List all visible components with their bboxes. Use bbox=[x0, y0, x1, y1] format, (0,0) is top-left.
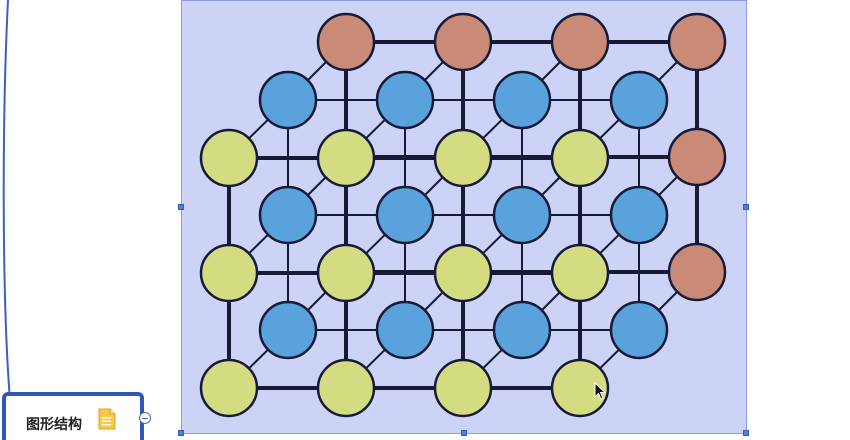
mindmap-connector-line bbox=[2, 0, 11, 401]
lattice-node-blue bbox=[258, 185, 318, 245]
lattice-node-blue bbox=[609, 185, 669, 245]
lattice-node-blue bbox=[609, 300, 669, 360]
resize-handle-bottom[interactable] bbox=[461, 430, 467, 436]
collapse-toggle-icon[interactable] bbox=[139, 412, 151, 424]
selected-image[interactable] bbox=[178, 0, 749, 436]
lattice-node-blue bbox=[492, 300, 552, 360]
lattice-node-yellow bbox=[199, 243, 259, 303]
lattice-node-red bbox=[667, 127, 727, 187]
lattice-node-yellow bbox=[550, 358, 610, 418]
lattice-node-yellow bbox=[550, 128, 610, 188]
lattice-node-blue bbox=[492, 185, 552, 245]
lattice-node-yellow bbox=[199, 128, 259, 188]
lattice-node-yellow bbox=[316, 128, 376, 188]
cubic-lattice-diagram bbox=[199, 12, 727, 418]
lattice-node-yellow bbox=[316, 243, 376, 303]
lattice-node-yellow bbox=[550, 243, 610, 303]
lattice-node-blue bbox=[375, 70, 435, 130]
document-icon[interactable] bbox=[98, 408, 116, 430]
node-title: 图形结构 bbox=[26, 417, 82, 433]
lattice-node-yellow bbox=[199, 358, 259, 418]
lattice-node-yellow bbox=[316, 358, 376, 418]
lattice-node-red bbox=[433, 12, 493, 72]
mindmap-node[interactable]: 图形结构 bbox=[2, 392, 144, 440]
lattice-node-blue bbox=[609, 70, 669, 130]
lattice-node-yellow bbox=[433, 358, 493, 418]
mouse-cursor-icon bbox=[594, 382, 606, 400]
resize-handle-bottom-left[interactable] bbox=[178, 430, 184, 436]
lattice-node-blue bbox=[492, 70, 552, 130]
resize-handle-left[interactable] bbox=[178, 204, 184, 210]
lattice-node-red bbox=[667, 242, 727, 302]
lattice-node-blue bbox=[258, 300, 318, 360]
lattice-node-yellow bbox=[433, 128, 493, 188]
lattice-node-red bbox=[316, 12, 376, 72]
lattice-node-blue bbox=[258, 70, 318, 130]
lattice-node-red bbox=[550, 12, 610, 72]
resize-handle-bottom-right[interactable] bbox=[743, 430, 749, 436]
lattice-node-red bbox=[667, 12, 727, 72]
lattice-node-yellow bbox=[433, 243, 493, 303]
resize-handle-right[interactable] bbox=[743, 204, 749, 210]
lattice-node-blue bbox=[375, 185, 435, 245]
lattice-node-blue bbox=[375, 300, 435, 360]
